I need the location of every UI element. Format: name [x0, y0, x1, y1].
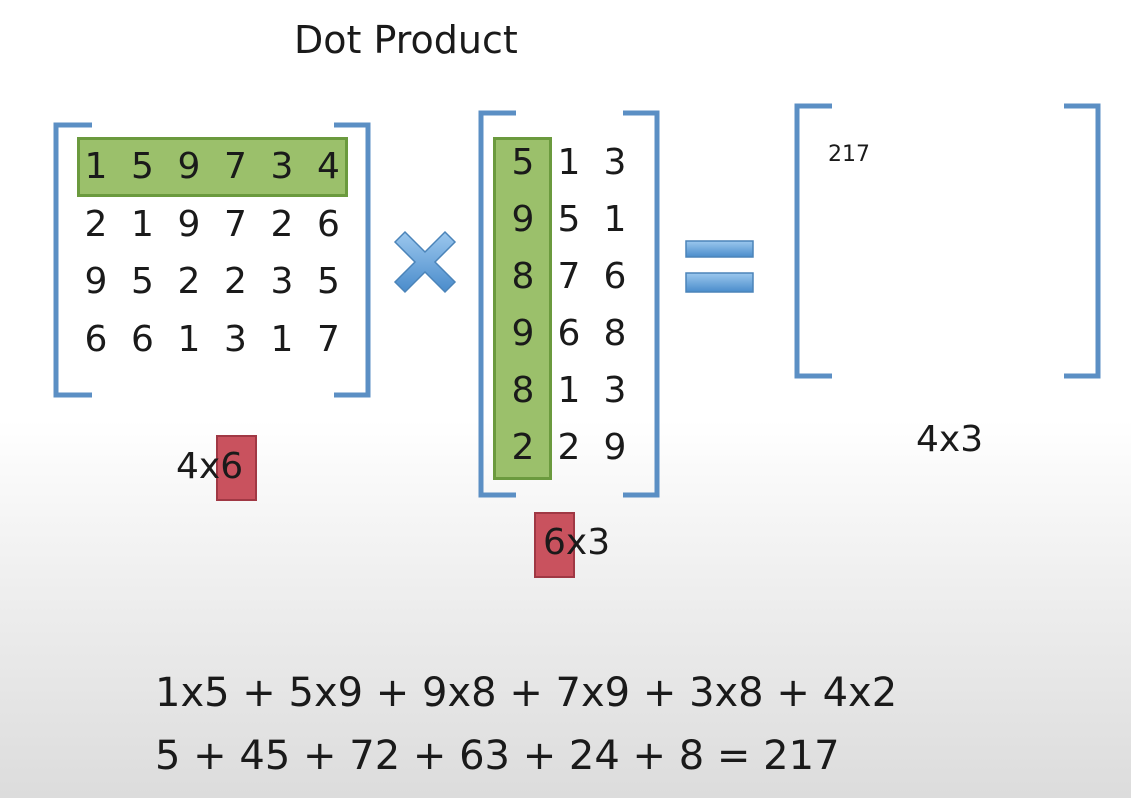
matrix-a-cell: 3 — [270, 261, 294, 302]
equation-products: 1x5 + 5x9 + 9x8 + 7x9 + 3x8 + 4x2 — [155, 670, 898, 716]
matrix-a-right-bracket — [334, 122, 371, 398]
matrix-b-left-bracket — [478, 110, 516, 498]
matrix-b-dim-suffix: x3 — [565, 522, 611, 563]
matrix-b-cell: 9 — [511, 199, 535, 240]
matrix-b-cell: 6 — [603, 256, 627, 297]
matrix-a-dim-highlight — [216, 435, 257, 501]
matrix-b-cell: 3 — [603, 142, 627, 183]
matrix-a-cell: 3 — [224, 318, 247, 360]
matrix-b-right-bracket — [623, 110, 660, 498]
matrix-b-cell: 3 — [603, 370, 627, 411]
matrix-a-cell: 4 — [317, 146, 340, 187]
matrix-b-cell: 2 — [557, 427, 581, 468]
result-dimension: 4x3 — [916, 419, 984, 460]
matrix-a-cell: 5 — [131, 261, 154, 302]
matrix-a-cell: 3 — [270, 146, 294, 187]
multiply-icon — [393, 230, 457, 294]
matrix-a-cell: 5 — [317, 261, 340, 302]
matrix-a-cell: 6 — [84, 318, 108, 360]
matrix-b-cell: 8 — [511, 256, 535, 297]
matrix-a-left-bracket — [53, 122, 92, 398]
matrix-b-cell: 2 — [511, 427, 535, 468]
result-right-bracket — [1064, 103, 1101, 379]
matrix-a-cell: 6 — [131, 318, 154, 360]
matrix-b-cell: 5 — [557, 199, 581, 240]
matrix-b-cell: 8 — [603, 313, 627, 354]
diagram-title: Dot Product — [294, 18, 518, 62]
matrix-b-cell: 8 — [511, 370, 535, 411]
matrix-b-dimension: 6x3 — [543, 522, 610, 563]
matrix-b-cell: 1 — [557, 370, 581, 411]
equation-sum: 5 + 45 + 72 + 63 + 24 + 8 = 217 — [155, 733, 840, 779]
matrix-b-cell: 6 — [557, 313, 581, 354]
matrix-a-cell: 7 — [317, 318, 340, 360]
matrix-a-cell: 2 — [84, 203, 108, 245]
matrix-a-cell: 2 — [177, 261, 201, 302]
matrix-a-cell: 1 — [270, 318, 294, 360]
matrix-b-cell: 1 — [603, 199, 627, 240]
matrix-a-cell: 2 — [224, 261, 247, 302]
matrix-a-cell: 2 — [270, 203, 294, 245]
matrix-b-column-highlight — [493, 137, 552, 480]
matrix-a-cell: 7 — [224, 146, 247, 187]
equals-icon — [685, 240, 754, 293]
matrix-a-cell: 5 — [131, 146, 154, 187]
result-left-bracket — [794, 103, 832, 379]
matrix-a-cell: 9 — [84, 261, 108, 302]
result-first-value: 217 — [828, 142, 870, 167]
matrix-a-cell: 1 — [177, 318, 201, 360]
matrix-a-cell: 9 — [177, 203, 201, 245]
matrix-a-row-highlight — [77, 137, 348, 197]
matrix-b-dim-highlight — [534, 512, 575, 578]
matrix-b-cell: 1 — [557, 142, 581, 183]
matrix-a-dim-highlight-text: 6 — [220, 446, 244, 487]
matrix-a-cell: 9 — [177, 146, 201, 187]
matrix-a-cell: 1 — [84, 146, 108, 187]
matrix-b-cell: 5 — [511, 142, 535, 183]
matrix-b-dim-highlight-text: 6 — [543, 522, 566, 563]
matrix-b-cell: 9 — [603, 427, 627, 468]
matrix-a-cell: 6 — [317, 203, 340, 245]
matrix-a-cell: 7 — [224, 203, 247, 245]
matrix-b-cell: 7 — [557, 256, 581, 297]
matrix-a-dimension: 4x6 — [176, 446, 243, 487]
matrix-b-cell: 9 — [511, 313, 535, 354]
matrix-a-dim-prefix: 4x — [176, 446, 221, 487]
matrix-a-cell: 1 — [131, 203, 154, 245]
